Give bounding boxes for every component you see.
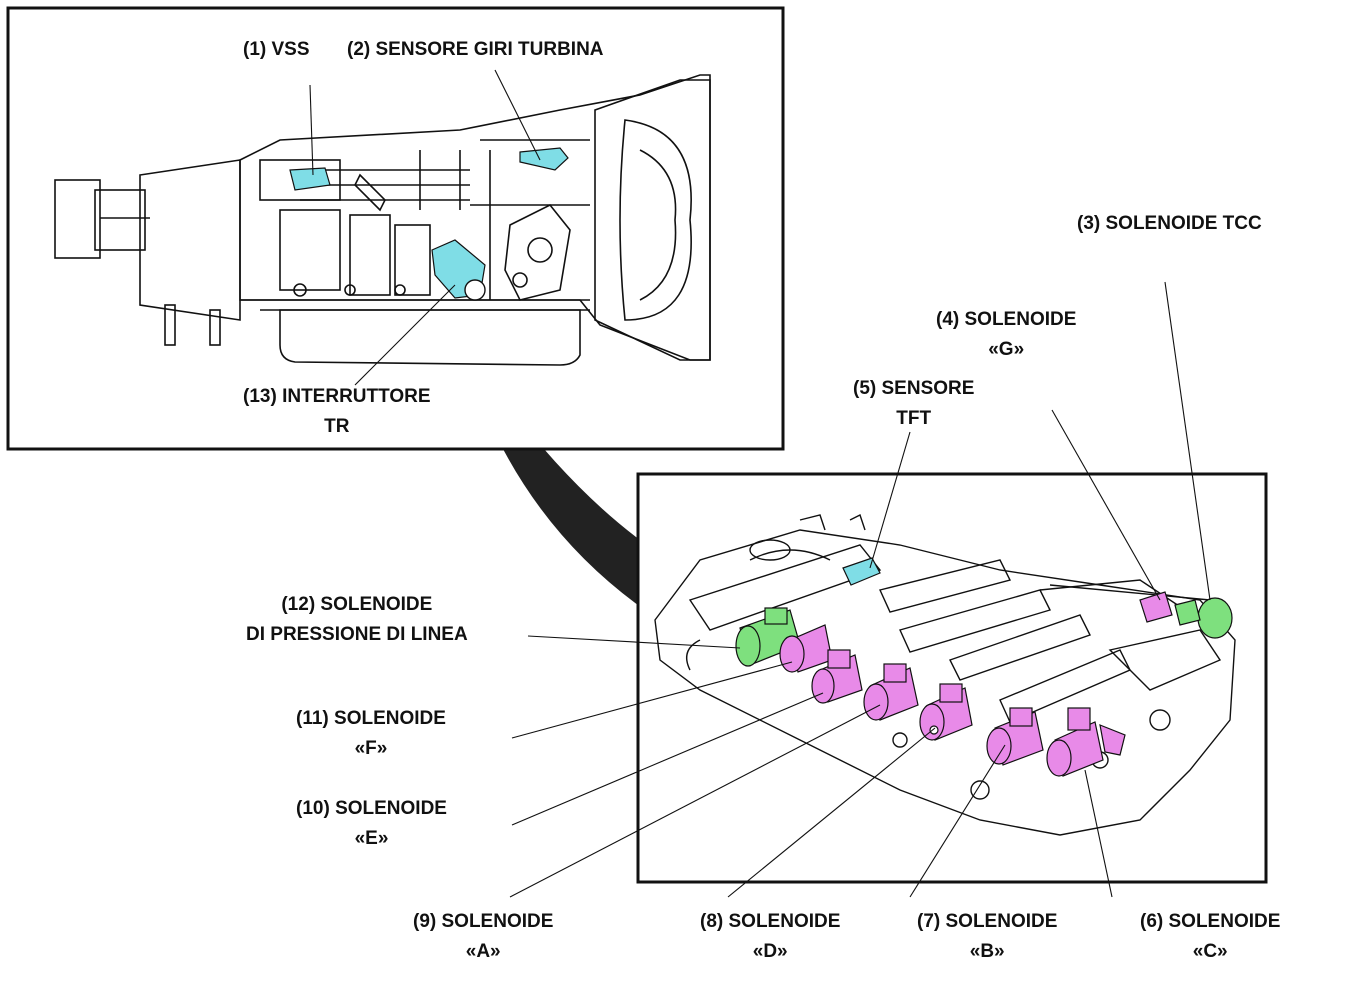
label-tft-line2: TFT <box>896 408 932 429</box>
solenoid-c-part <box>1046 707 1126 777</box>
label-sol-b-line1: (7) SOLENOIDE <box>917 911 1058 932</box>
label-solenoid-b: (7) SOLENOIDE «B» <box>917 907 1057 967</box>
solenoid-d-part <box>919 683 973 741</box>
label-solenoid-c: (6) SOLENOIDE «C» <box>1140 907 1280 967</box>
label-sol-g-line1: (4) SOLENOIDE <box>936 309 1077 330</box>
label-sol-g-line2: «G» <box>988 339 1025 360</box>
label-solenoid-e: (10) SOLENOIDE «E» <box>296 794 447 854</box>
label-sol-f-line1: (11) SOLENOIDE <box>296 708 446 729</box>
label-solenoid-a: (9) SOLENOIDE «A» <box>413 907 553 967</box>
solenoid-e-part <box>811 649 863 704</box>
label-sol-d-line2: «D» <box>752 941 788 962</box>
valve-body-view <box>636 472 1268 884</box>
label-vss: (1) VSS <box>243 35 310 65</box>
label-turbine-speed-sensor: (2) SENSORE GIRI TURBINA <box>347 35 604 65</box>
tcc-solenoid-part <box>1174 597 1233 639</box>
label-turbine-line1: (2) SENSORE GIRI TURBINA <box>347 39 604 60</box>
leader-lines <box>309 69 1211 898</box>
label-tft-line1: (5) SENSORE <box>853 378 975 399</box>
label-solenoid-g: (4) SOLENOIDE «G» <box>936 305 1076 365</box>
label-sol-c-line2: «C» <box>1192 941 1228 962</box>
label-tcc-line1: (3) SOLENOIDE TCC <box>1077 213 1262 234</box>
label-solenoid-f: (11) SOLENOIDE «F» <box>296 704 446 764</box>
label-tr-switch: (13) INTERRUTTORE TR <box>243 382 431 442</box>
label-vss-line1: (1) VSS <box>243 39 310 60</box>
label-tr-line2: TR <box>324 416 350 437</box>
label-line-pressure-line1: (12) SOLENOIDE <box>281 594 433 615</box>
label-sol-e-line2: «E» <box>354 828 389 849</box>
label-sol-e-line1: (10) SOLENOIDE <box>296 798 447 819</box>
label-solenoid-d: (8) SOLENOIDE «D» <box>700 907 840 967</box>
solenoid-a-part <box>863 663 919 721</box>
label-line-pressure-solenoid: (12) SOLENOIDE DI PRESSIONE DI LINEA <box>246 590 468 650</box>
line-pressure-solenoid-part <box>735 607 801 667</box>
solenoid-f-part <box>779 624 833 673</box>
turbine-sensor-part <box>519 147 569 171</box>
transmission-side-view <box>6 6 785 451</box>
label-sol-a-line2: «A» <box>465 941 501 962</box>
label-sol-d-line1: (8) SOLENOIDE <box>700 911 841 932</box>
label-sol-c-line1: (6) SOLENOIDE <box>1140 911 1281 932</box>
label-tcc-solenoid: (3) SOLENOIDE TCC <box>1077 209 1262 239</box>
label-sol-b-line2: «B» <box>969 941 1005 962</box>
label-sol-f-line2: «F» <box>354 738 388 759</box>
label-tr-line1: (13) INTERRUTTORE <box>243 386 431 407</box>
label-tft-sensor: (5) SENSORE TFT <box>853 374 974 434</box>
label-sol-a-line1: (9) SOLENOIDE <box>413 911 554 932</box>
label-line-pressure-line2: DI PRESSIONE DI LINEA <box>246 624 468 645</box>
